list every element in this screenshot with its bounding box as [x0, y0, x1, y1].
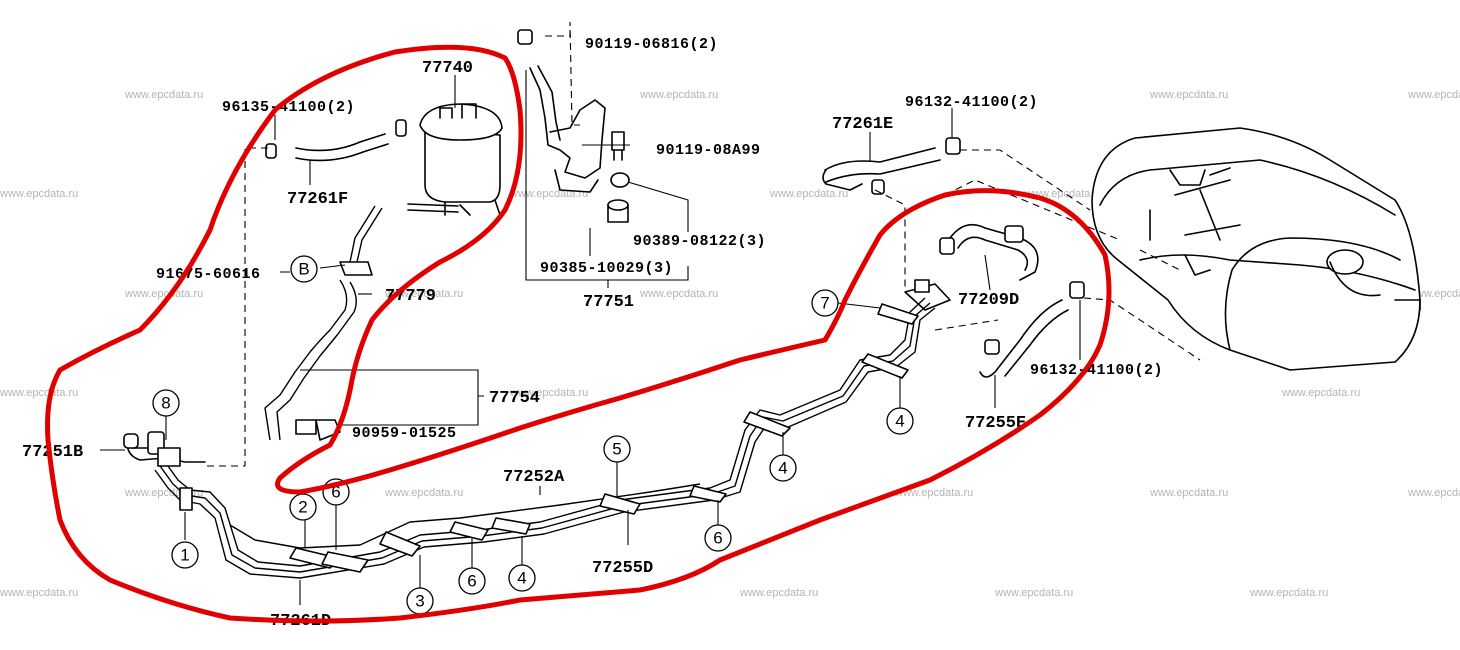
watermark: www.epcdata.ru [1281, 387, 1360, 399]
bracket-icon [339, 261, 373, 276]
svg-text:4: 4 [778, 459, 787, 478]
svg-text:1: 1 [180, 546, 189, 565]
part-label: 96135-41100(2) [222, 99, 355, 116]
watermark: www.epcdata.ru [739, 587, 818, 599]
part-label: 90385-10029(3) [540, 260, 673, 277]
part-label: 90119-08A99 [656, 142, 761, 159]
clip-icon [1069, 281, 1085, 299]
callout-4: 4 [886, 407, 914, 435]
watermark: www.epcdata.ru [894, 487, 973, 499]
charcoal-canister [395, 103, 503, 216]
watermark: www.epcdata.ru [384, 487, 463, 499]
watermark: www.epcdata.ru [639, 89, 718, 101]
svg-text:B: B [298, 260, 309, 279]
svg-text:6: 6 [713, 529, 722, 548]
part-label: 77261E [832, 115, 893, 134]
clip-icon [939, 237, 955, 255]
highlight-outline [45, 44, 1112, 624]
watermark: www.epcdata.ru [1407, 89, 1460, 101]
part-label: 77255D [592, 559, 653, 578]
callout-2: 2 [289, 493, 317, 521]
leader-lines [100, 70, 1081, 605]
svg-text:3: 3 [415, 592, 424, 611]
bracket-77751 [517, 29, 630, 223]
line-clamps [179, 303, 919, 573]
watermark: www.epcdata.ru [0, 587, 78, 599]
watermark: www.epcdata.ru [0, 387, 78, 399]
svg-text:4: 4 [895, 412, 904, 431]
clamp-icon [491, 517, 531, 535]
part-label: 90119-06816(2) [585, 36, 718, 53]
part-label: 91675-60616 [156, 266, 261, 283]
part-label: 90959-01525 [352, 425, 457, 442]
callouts: 1 2 3 4 4 4 5 6 6 6 7 8 B [152, 255, 914, 615]
fuel-tank [1091, 127, 1421, 371]
clip-icon [945, 137, 961, 155]
part-label: 77255E [965, 414, 1026, 433]
clamp-icon [877, 303, 919, 325]
part-label: 77209D [958, 291, 1019, 310]
part-label: 96132-41100(2) [1030, 362, 1163, 379]
callout-4: 4 [769, 454, 797, 482]
watermark: www.epcdata.ru [509, 188, 588, 200]
callout-6: 6 [704, 524, 732, 552]
part-label: 77751 [583, 293, 634, 312]
hose-77255E [979, 299, 1069, 378]
callout-7: 7 [811, 289, 839, 317]
clamp-icon [599, 493, 641, 515]
clamp-icon [743, 411, 791, 437]
svg-text:6: 6 [331, 483, 340, 502]
svg-text:8: 8 [161, 394, 170, 413]
clip-icon [1004, 225, 1024, 243]
clamp-icon [321, 551, 369, 573]
clamp-icon [295, 419, 317, 435]
part-labels: 77740 96135-41100(2) 77261F 91675-60616 … [22, 36, 1163, 631]
hose-77209D [949, 223, 1039, 281]
callout-6: 6 [458, 567, 486, 595]
watermark: www.epcdata.ru [1149, 487, 1228, 499]
callout-4: 4 [508, 564, 536, 592]
watermark: www.epcdata.ru [1249, 587, 1328, 599]
part-label: 90389-08122(3) [633, 233, 766, 250]
watermark: www.epcdata.ru [1407, 487, 1460, 499]
svg-text:5: 5 [612, 440, 621, 459]
part-label: 77251B [22, 443, 83, 462]
clamp-icon [379, 531, 421, 557]
part-label: 77754 [489, 389, 540, 408]
part-label: 77252A [503, 468, 565, 487]
callout-1: 1 [171, 541, 199, 569]
part-label: 77740 [422, 59, 473, 78]
watermark: www.epcdata.ru [509, 387, 588, 399]
callout-B: B [290, 255, 318, 283]
watermark: www.epcdata.ru [1149, 89, 1228, 101]
watermark: www.epcdata.ru [994, 587, 1073, 599]
watermark: www.epcdata.ru [639, 288, 718, 300]
hose-77261F [295, 133, 386, 152]
pipe-77754 [264, 279, 357, 441]
svg-text:4: 4 [517, 569, 526, 588]
watermark: www.epcdata.ru [0, 188, 78, 200]
clamp-icon [449, 521, 489, 541]
clamp-icon [179, 487, 193, 511]
watermark: www.epcdata.ru [124, 288, 203, 300]
watermark: www.epcdata.ru [769, 188, 848, 200]
svg-text:6: 6 [467, 572, 476, 591]
clamp-icon [861, 353, 909, 379]
watermark: www.epcdata.ru [124, 89, 203, 101]
part-label: 96132-41100(2) [905, 94, 1038, 111]
watermark: www.epcdata.ru [384, 288, 463, 300]
callout-8: 8 [152, 389, 180, 417]
clip-icon [265, 143, 277, 159]
hose-77261E [824, 147, 941, 183]
part-label: 77261F [287, 190, 348, 209]
callout-5: 5 [603, 435, 631, 463]
callout-3: 3 [406, 587, 434, 615]
clamp-icon [689, 485, 727, 503]
svg-text:7: 7 [820, 294, 829, 313]
svg-text:2: 2 [298, 498, 307, 517]
callout-stems [184, 376, 901, 588]
